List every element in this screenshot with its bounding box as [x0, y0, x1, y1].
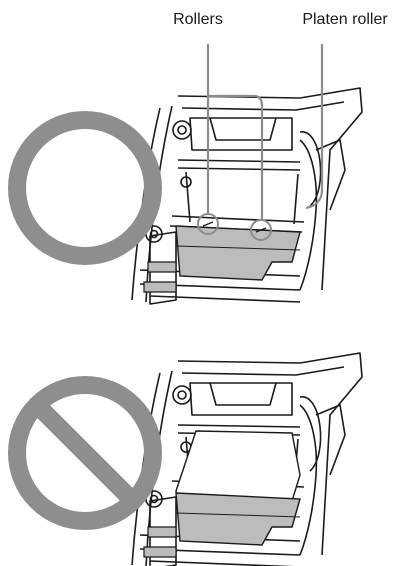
prohibited-icon	[8, 376, 162, 530]
circle-icon	[8, 111, 162, 265]
ink-ribbon	[175, 225, 301, 281]
ribbon-slats	[143, 261, 177, 293]
platen-roller-label: Platen roller	[302, 11, 388, 28]
rollers-callout	[206, 44, 264, 220]
ink-ribbon-2	[175, 492, 301, 546]
rollers-label: Rollers	[173, 11, 223, 28]
bottom-panel	[8, 352, 363, 566]
top-panel	[8, 44, 363, 305]
platen-callout	[305, 44, 324, 210]
